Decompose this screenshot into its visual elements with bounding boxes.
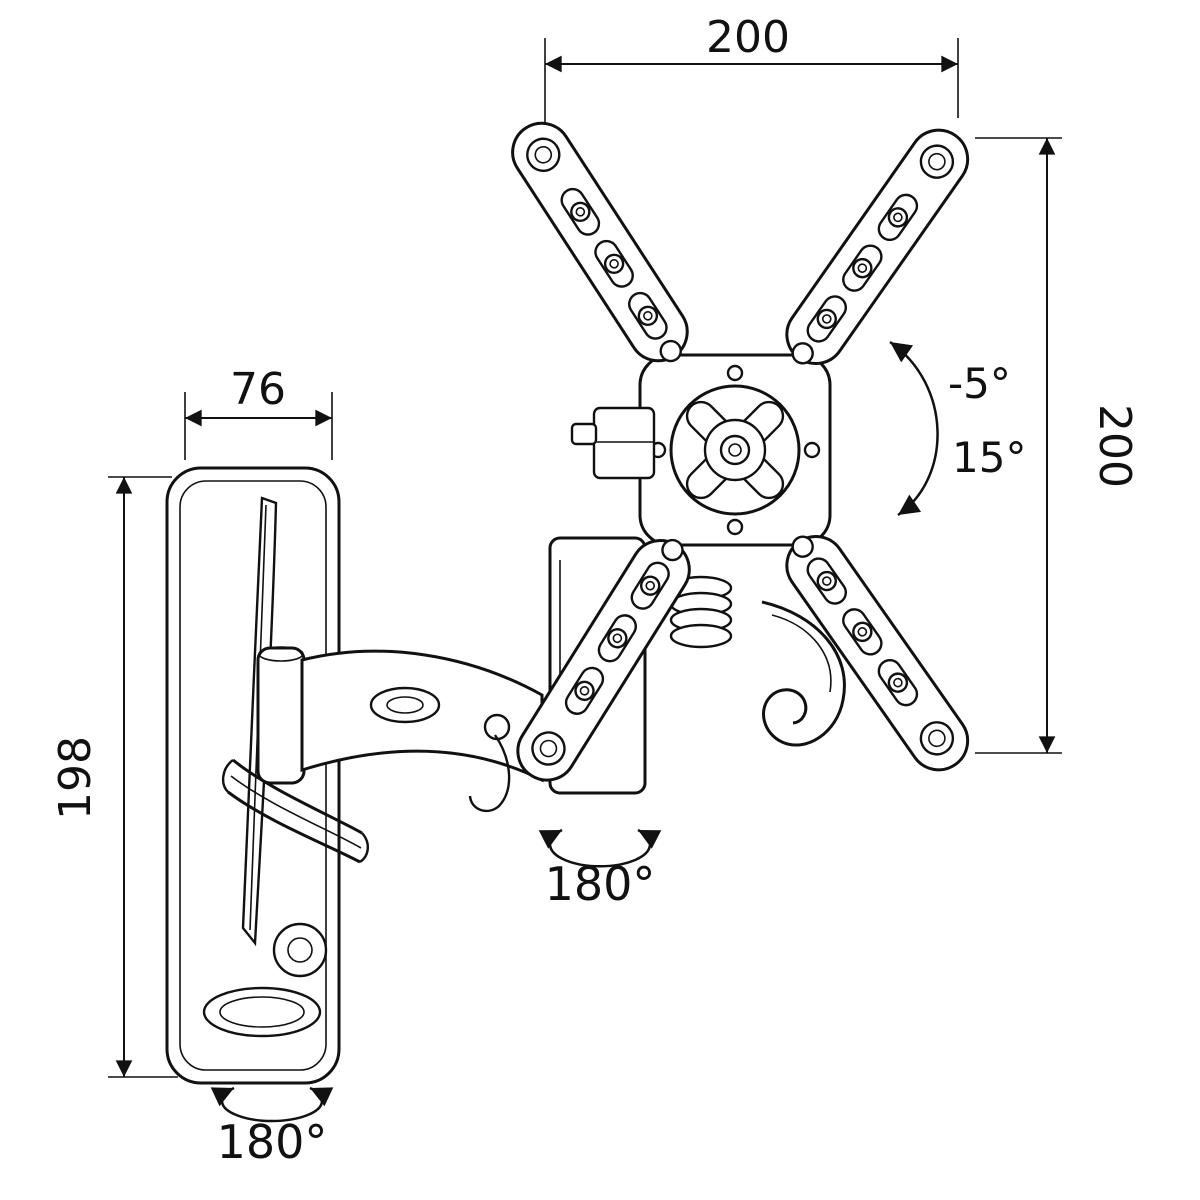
- dim-vesa-height: 200: [975, 137, 1140, 754]
- dim-plate-depth: 76: [184, 364, 333, 460]
- dim-vesa-width: 200: [544, 12, 959, 125]
- mount-block: [570, 406, 656, 480]
- clamp-band: [221, 758, 369, 864]
- arm-hook: [468, 734, 511, 813]
- base-swivel-label: 180°: [217, 1115, 328, 1169]
- joint-swivel-label: 180°: [545, 857, 656, 911]
- wall-plate-base-ellipse: [202, 986, 322, 1038]
- wall-plate-screw: [272, 922, 328, 978]
- dim-label-vesa-width: 200: [706, 12, 790, 63]
- pivot-column: [256, 646, 306, 785]
- base-swivel-arrow: 180°: [210, 1086, 334, 1169]
- locking-lever: [761, 600, 846, 747]
- vesa-arm-top-left: [500, 110, 703, 377]
- dim-label-vesa-height: 200: [1089, 404, 1140, 488]
- dim-plate-height: 198: [50, 476, 178, 1078]
- tilt-up-label: -5°: [948, 359, 1011, 408]
- dim-label-plate-height: 198: [50, 736, 101, 820]
- dim-label-plate-depth: 76: [230, 364, 286, 415]
- joint-swivel-arrow: 180°: [538, 828, 662, 911]
- tilt-range-arrow: -5° 15°: [889, 340, 1026, 517]
- vesa-hub: [649, 364, 821, 536]
- tilt-down-label: 15°: [952, 433, 1026, 482]
- vesa-arm-top-right: [771, 117, 981, 380]
